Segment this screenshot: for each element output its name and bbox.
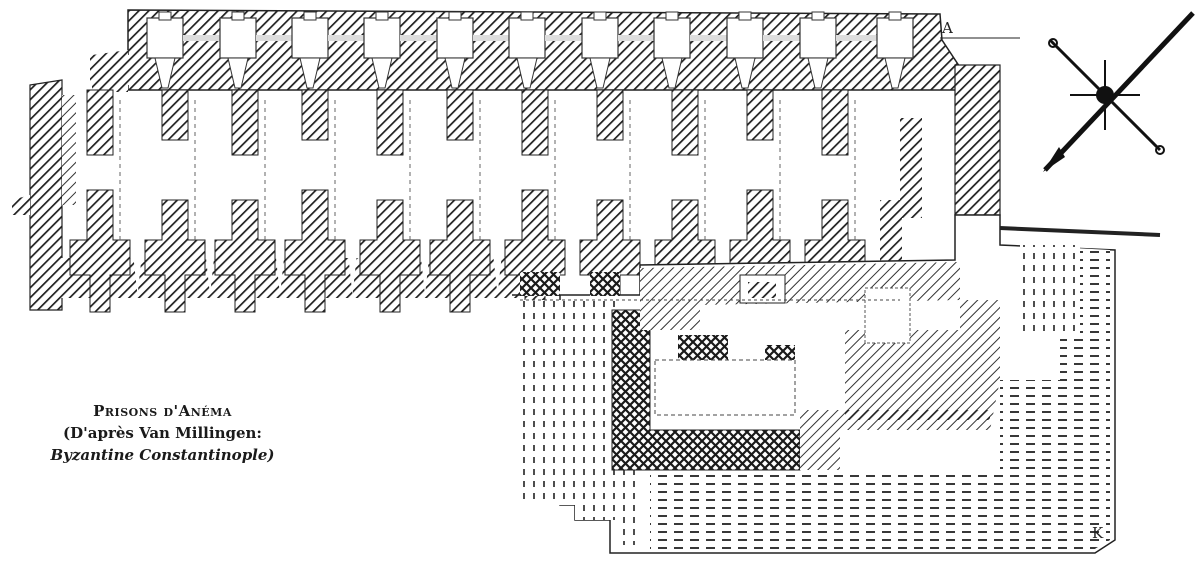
west-wall: [12, 55, 130, 311]
upper-pier: [363, 11, 437, 89]
lower-complex: [512, 214, 1116, 554]
upper-pier: [799, 11, 877, 89]
corner-label-k: K: [1092, 524, 1104, 542]
chamber-wall: [359, 89, 429, 313]
chamber-wall: [284, 89, 357, 313]
chamber-wall: [504, 89, 577, 313]
plan-caption: Prisons d'Anéma (D'après Van Millingen: …: [30, 402, 295, 464]
upper-pier: [146, 11, 220, 89]
west-chamber-wall: [62, 95, 76, 205]
upper-pier: [291, 11, 364, 89]
chamber-wall: [69, 89, 142, 313]
corner-label-a: A: [941, 19, 953, 37]
east-tower: [900, 37, 1161, 237]
upper-pier: [581, 11, 654, 89]
upper-pier: [508, 11, 582, 89]
chamber-wall: [429, 89, 502, 313]
upper-pier: [653, 11, 727, 89]
chamber-wall: [144, 89, 214, 313]
upper-pier: [219, 11, 292, 89]
upper-pier-row: [146, 11, 914, 89]
east-chamber-wall: [880, 200, 902, 270]
upper-pier: [436, 11, 509, 89]
compass-rose-icon: [1043, 11, 1195, 172]
chamber-wall: [214, 89, 284, 313]
caption-title: Prisons d'Anéma: [93, 402, 232, 420]
upper-pier: [726, 11, 800, 89]
caption-source: (D'après Van Millingen:: [63, 424, 262, 442]
caption-book-title: Byzantine Constantinople): [50, 446, 275, 464]
upper-pier: [876, 11, 914, 89]
